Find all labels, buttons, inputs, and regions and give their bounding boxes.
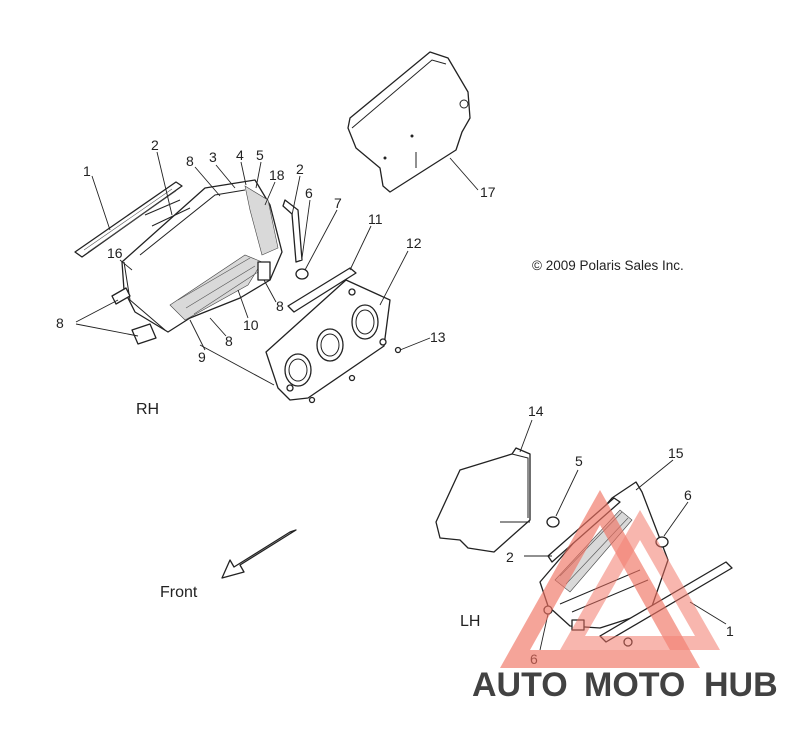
callout-8-low: 8 bbox=[225, 333, 233, 349]
instrument-housing-rh bbox=[121, 179, 283, 333]
callout-2-lh: 2 bbox=[506, 549, 514, 565]
front-label: Front bbox=[160, 584, 198, 601]
leader-lines bbox=[75, 151, 727, 651]
watermark-hub: HUB bbox=[704, 666, 778, 704]
callout-4: 4 bbox=[236, 147, 244, 163]
callout-13: 13 bbox=[430, 329, 446, 345]
clip-8b bbox=[131, 323, 157, 345]
callout-15: 15 bbox=[668, 445, 684, 461]
callout-6-lh: 6 bbox=[684, 487, 692, 503]
callout-6: 6 bbox=[305, 185, 313, 201]
automotohub-watermark-logo: AUTO MOTO HUB bbox=[472, 490, 778, 704]
callout-2b: 2 bbox=[296, 161, 304, 177]
callout-5-lh: 5 bbox=[575, 453, 583, 469]
cover-panel-17 bbox=[347, 51, 471, 193]
bar-11 bbox=[287, 267, 357, 313]
nut-6-rh bbox=[295, 268, 309, 280]
screw-13a bbox=[394, 346, 402, 354]
copyright-text: © 2009 Polaris Sales Inc. bbox=[532, 258, 684, 273]
callout-2: 2 bbox=[151, 137, 159, 153]
callout-18: 18 bbox=[269, 167, 285, 183]
screw-13b bbox=[308, 396, 316, 404]
gauge-bezel-12 bbox=[265, 279, 391, 401]
front-arrow-icon bbox=[221, 529, 297, 579]
watermark-auto: AUTO bbox=[472, 666, 568, 704]
callout-14: 14 bbox=[528, 403, 544, 419]
callout-7: 7 bbox=[334, 195, 342, 211]
strip-2-rh bbox=[282, 199, 303, 263]
callout-5: 5 bbox=[256, 147, 264, 163]
cover-14-lh bbox=[435, 447, 531, 553]
callout-10: 10 bbox=[243, 317, 259, 333]
rh-callouts: 1 2 8 3 4 5 18 2 6 7 11 12 16 8 8 10 8 9… bbox=[56, 137, 496, 365]
callout-16: 16 bbox=[107, 245, 123, 261]
callout-12: 12 bbox=[406, 235, 422, 251]
bracket-strip-1-rh bbox=[74, 181, 183, 258]
nut-5-lh bbox=[546, 516, 560, 528]
callout-1: 1 bbox=[83, 163, 91, 179]
callout-1-lh: 1 bbox=[726, 623, 734, 639]
lh-label: LH bbox=[460, 613, 480, 630]
watermark-moto: MOTO bbox=[584, 666, 685, 704]
callout-8-mid: 8 bbox=[276, 298, 284, 314]
callout-8: 8 bbox=[186, 153, 194, 169]
callout-3: 3 bbox=[209, 149, 217, 165]
callout-11: 11 bbox=[368, 211, 383, 227]
callout-17: 17 bbox=[480, 184, 496, 200]
screw-13c bbox=[348, 374, 356, 382]
callout-8-left: 8 bbox=[56, 315, 64, 331]
callout-9: 9 bbox=[198, 349, 206, 365]
rh-label: RH bbox=[136, 401, 159, 418]
